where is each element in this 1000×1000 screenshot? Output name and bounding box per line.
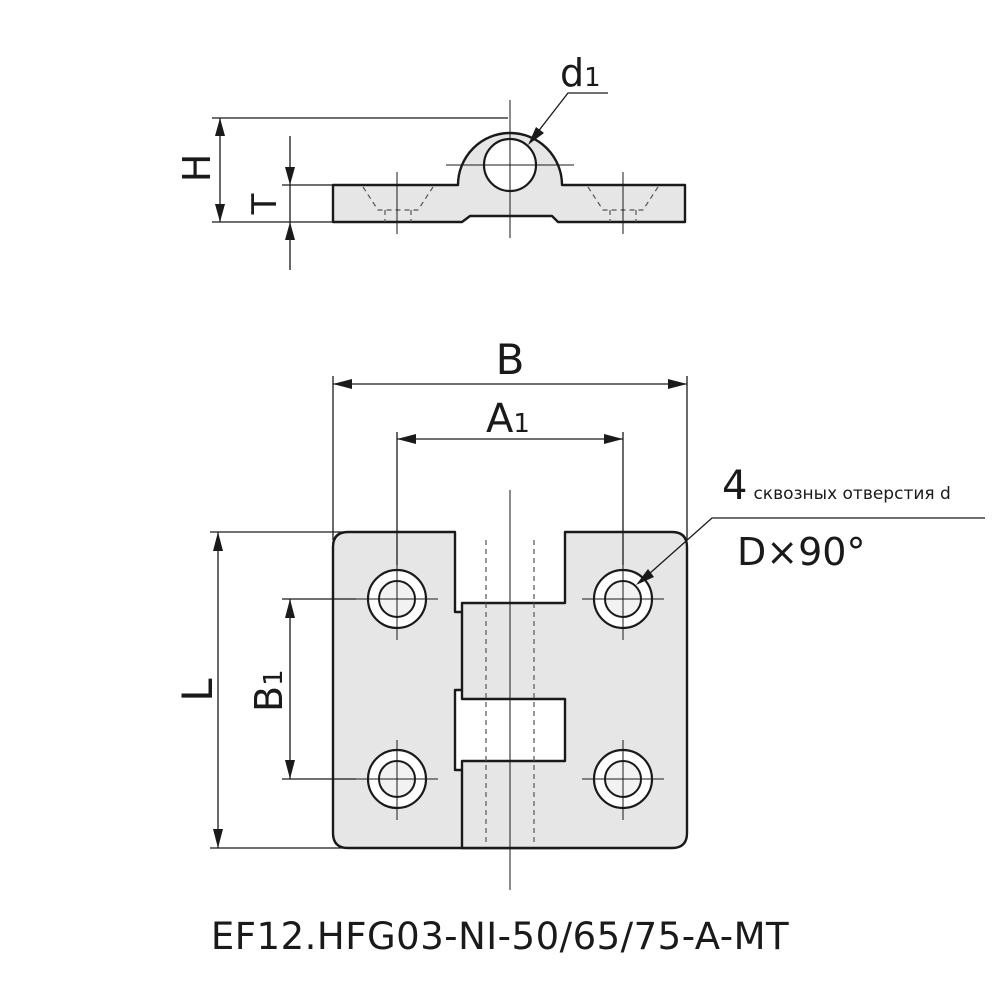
mounting-hole-top-left	[356, 560, 438, 640]
l-label: L	[173, 678, 222, 702]
hole-callout-leader	[639, 517, 985, 583]
t-label: T	[245, 193, 285, 215]
hole-description: сквозных отверстия d	[753, 484, 950, 504]
d1-leader-line	[529, 92, 608, 143]
h-label: H	[175, 154, 219, 183]
d1-label: d1	[560, 51, 601, 95]
a1-arrow-right	[604, 434, 623, 444]
side-view: H T d1	[175, 51, 687, 270]
b1-main: B	[247, 686, 291, 712]
model-code: EF12.HFG03-NI-50/65/75-A-MT	[210, 915, 790, 958]
b1-arrow-top	[285, 599, 295, 618]
a1-sub: 1	[513, 409, 530, 439]
b1-arrow-bottom	[285, 760, 295, 779]
right-leaf	[460, 530, 689, 850]
b1-sub: 1	[259, 669, 289, 686]
mounting-hole-bottom-right	[582, 740, 664, 820]
b1-label: B1	[247, 669, 291, 712]
hole-callout-arrow	[636, 569, 654, 585]
d1-sub: 1	[584, 63, 601, 93]
l-arrow-bottom	[213, 829, 223, 848]
t-arrow-bottom	[285, 222, 295, 240]
mounting-hole-top-right	[582, 560, 664, 640]
a1-arrow-left	[397, 434, 416, 444]
l-arrow-top	[213, 532, 223, 551]
d1-main: d	[560, 51, 584, 95]
a1-label: A1	[486, 396, 530, 442]
b-arrow-right	[668, 379, 687, 389]
h-arrow-top	[215, 118, 225, 136]
countersink-hidden-left	[362, 186, 434, 222]
hole-count: 4	[722, 463, 747, 509]
b-label: B	[496, 335, 525, 384]
a1-main: A	[486, 396, 514, 442]
countersink-spec: D×90°	[737, 530, 865, 574]
mounting-hole-bottom-left	[356, 740, 438, 820]
d1-arrow	[528, 127, 544, 145]
h-arrow-bottom	[215, 204, 225, 222]
b-arrow-left	[333, 379, 352, 389]
t-arrow-top	[285, 167, 295, 185]
hole-callout-text: 4 сквозных отверстия d	[722, 463, 951, 509]
